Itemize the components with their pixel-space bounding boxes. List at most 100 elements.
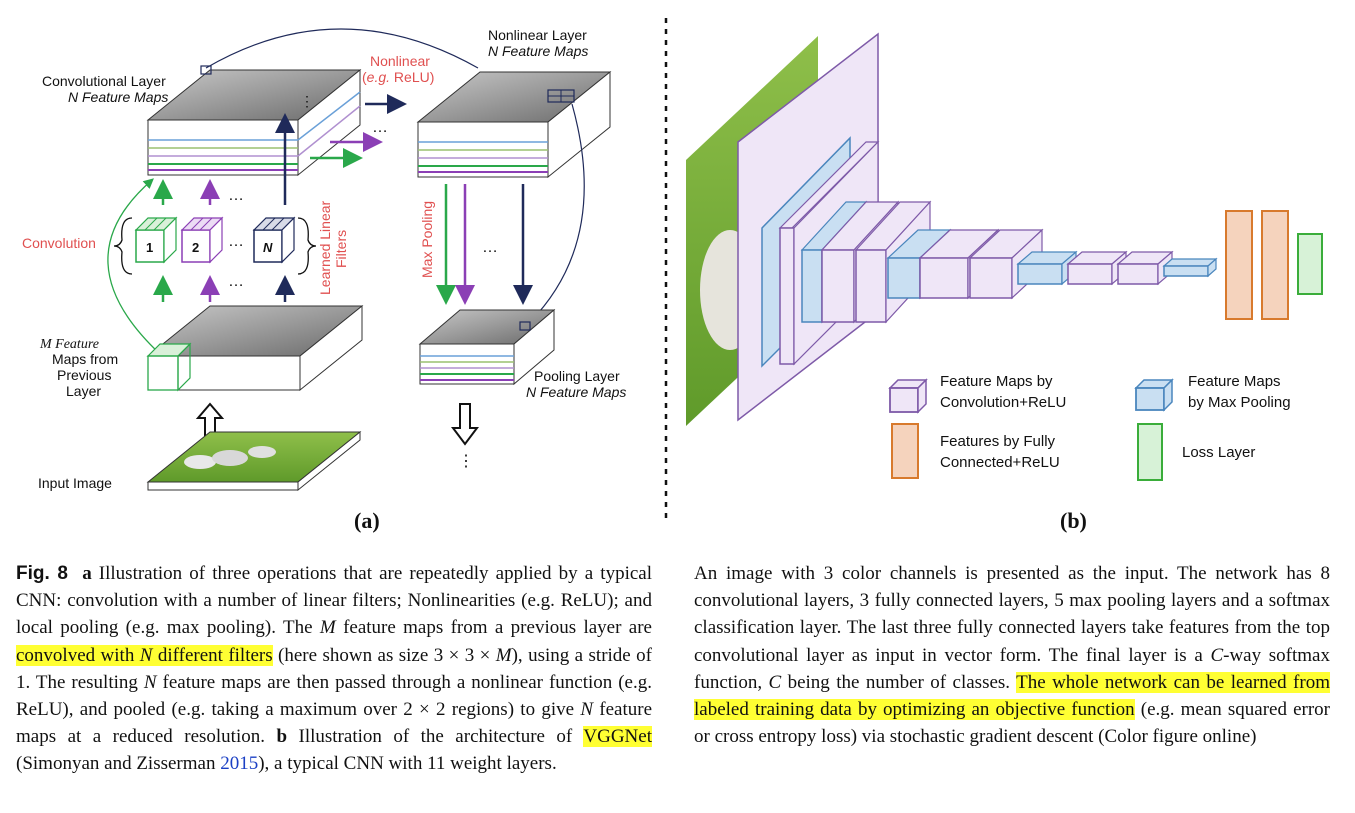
fc2-block: [1261, 210, 1289, 320]
citation-link-2015[interactable]: 2015: [220, 753, 259, 775]
legend: Feature Maps by Convolution+ReLU Feature…: [888, 373, 1291, 481]
conv2-front: [779, 227, 795, 365]
caption-symbol: N: [580, 699, 593, 721]
max-pooling-label: Max Pooling: [419, 201, 435, 278]
ellipsis-filters: …: [228, 233, 244, 250]
legend-loss-icon: [1137, 423, 1163, 481]
caption-text: being the number of classes.: [781, 671, 1017, 693]
caption-symbol: C: [768, 671, 782, 693]
previous-layer-block: [146, 304, 364, 392]
legend-pool-label-2: by Max Pooling: [1188, 394, 1291, 411]
caption-right: An image with 3 color channels is presen…: [694, 560, 1330, 750]
legend-conv-label-2: Convolution+ReLU: [940, 394, 1066, 411]
caption-symbol: M: [319, 617, 336, 639]
legend-loss-label: Loss Layer: [1182, 444, 1255, 461]
pool2-front: [801, 249, 823, 323]
nonlinear-op-label: Nonlinear: [370, 53, 430, 69]
ellipsis-pool: …: [482, 239, 498, 256]
legend-conv-label: Feature Maps by: [940, 373, 1053, 390]
caption-text: Illustration of the architecture of: [287, 726, 584, 748]
caption-text: (e.g. mean squared error or cross entrop…: [694, 699, 1330, 748]
conv-layer-label: Convolutional Layer: [42, 73, 166, 89]
input-image: [146, 430, 362, 492]
learned-filters-label: Learned Linear: [317, 200, 333, 295]
caption-symbol: N: [143, 671, 157, 693]
panel-a-label: (a): [354, 508, 380, 533]
caption-symbol: C: [1210, 644, 1224, 666]
caption-a-marker: a: [82, 563, 92, 584]
caption-text: (Simonyan and Zisserman: [16, 753, 221, 775]
legend-fc-label: Features by Fully: [940, 433, 1056, 450]
vdots-conv: ⋮: [300, 93, 314, 109]
caption-text: feature maps are then passed through a n…: [16, 671, 652, 721]
filter-2-label: 2: [192, 240, 199, 255]
conv3-front: [821, 249, 855, 323]
conv8-front: [1117, 263, 1159, 285]
ellipsis-mid: …: [372, 119, 388, 136]
figure-8: Convolutional Layer N Feature Maps Nonli…: [22, 18, 1323, 533]
nonlinear-layer-maps-label: N Feature Maps: [488, 43, 588, 59]
pool5-front: [1163, 265, 1209, 277]
filter-1-cube: [134, 216, 178, 264]
pool5-top: [1162, 258, 1218, 267]
pooling-layer-maps-label: N Feature Maps: [526, 384, 626, 400]
pool5-side: [1207, 257, 1217, 278]
caption-text: ), a typical CNN with 11 weight layers.: [258, 753, 557, 775]
conv7-front: [1067, 263, 1113, 285]
right-brace: [297, 217, 317, 275]
caption-text: Illustration of three operations that ar…: [16, 563, 652, 639]
legend-conv-icon: [889, 387, 919, 413]
conv4-front: [855, 249, 887, 323]
legend-fc-icon: [891, 423, 919, 479]
filter-n-label: N: [263, 240, 273, 255]
panel-b-label: (b): [1060, 508, 1087, 533]
input-image-label: Input Image: [38, 475, 112, 491]
panel-b: Feature Maps by Convolution+ReLU Feature…: [686, 32, 1323, 533]
conv-to-nonlinear-arc: [205, 28, 479, 69]
learned-filters-label-2: Filters: [333, 230, 349, 268]
convolution-label: Convolution: [22, 235, 96, 251]
prev-maps-label-4: Layer: [66, 383, 101, 399]
ellipsis-top: …: [228, 187, 244, 204]
nonlinear-layer-block: [416, 70, 612, 179]
filter-1-label: 1: [146, 240, 153, 255]
legend-fc-label-2: Connected+ReLU: [940, 454, 1060, 471]
caption-text: -way softmax function,: [694, 644, 1330, 693]
left-brace: [113, 217, 133, 275]
convolution-arc: [107, 178, 161, 355]
pool-down-arrow: [451, 403, 479, 446]
panel-a: Convolutional Layer N Feature Maps Nonli…: [22, 27, 626, 533]
filter-n-cube: [252, 216, 296, 264]
highlight-convolved: convolved with N different filters: [16, 644, 273, 666]
conv-layer-block: [146, 65, 362, 177]
caption-text: (here shown as size 3 × 3 ×: [272, 644, 496, 666]
caption-text: ), using a stride of 1. The resulting: [16, 644, 652, 693]
caption-text: feature maps at a reduced resolution.: [16, 699, 652, 748]
highlight-vggnet: VGGNet: [583, 726, 652, 748]
pooling-arc: [528, 103, 585, 324]
figure-number: Fig. 8: [16, 563, 68, 584]
pooling-layer-block: [418, 308, 556, 386]
caption-symbol: M: [495, 644, 512, 666]
conv-layer-maps-label: N Feature Maps: [68, 89, 168, 105]
conv6-front: [969, 257, 1013, 299]
legend-pool-label: Feature Maps: [1188, 373, 1281, 390]
prev-maps-label-2: Maps from: [52, 351, 118, 367]
legend-conv-icon-side: [917, 378, 927, 414]
ellipsis-bottom: …: [228, 273, 244, 290]
nonlinear-layer-label: Nonlinear Layer: [488, 27, 587, 43]
nonlinear-op-example: (e.g. ReLU): [362, 69, 434, 85]
fc1-block: [1225, 210, 1253, 320]
conv5-front: [919, 257, 969, 299]
prev-maps-label-3: Previous: [57, 367, 111, 383]
vdots-bottom: ⋮: [458, 453, 474, 470]
prev-maps-label-1: M Feature: [39, 337, 99, 352]
pooling-layer-label: Pooling Layer: [534, 368, 620, 384]
caption-left: Fig. 8 a Illustration of three operation…: [16, 560, 652, 778]
filter-2-cube: [180, 216, 224, 264]
legend-pool-icon: [1135, 387, 1165, 411]
caption-text: feature maps from a previous layer are: [335, 617, 652, 639]
caption-text: An image with 3 color channels is presen…: [694, 563, 1330, 666]
caption-b-marker: b: [276, 726, 288, 748]
legend-pool-icon-side: [1163, 378, 1173, 412]
